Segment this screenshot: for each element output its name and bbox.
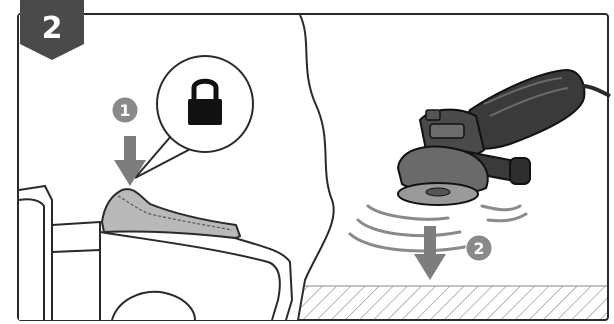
step-number: 2 (42, 11, 63, 46)
floor-surface (300, 286, 607, 319)
callout-1: 1 (112, 97, 138, 123)
left-panel (19, 15, 334, 320)
callout-1-label: 1 (119, 101, 130, 120)
callout-2: 2 (466, 235, 492, 261)
callout-2-label: 2 (473, 239, 484, 258)
